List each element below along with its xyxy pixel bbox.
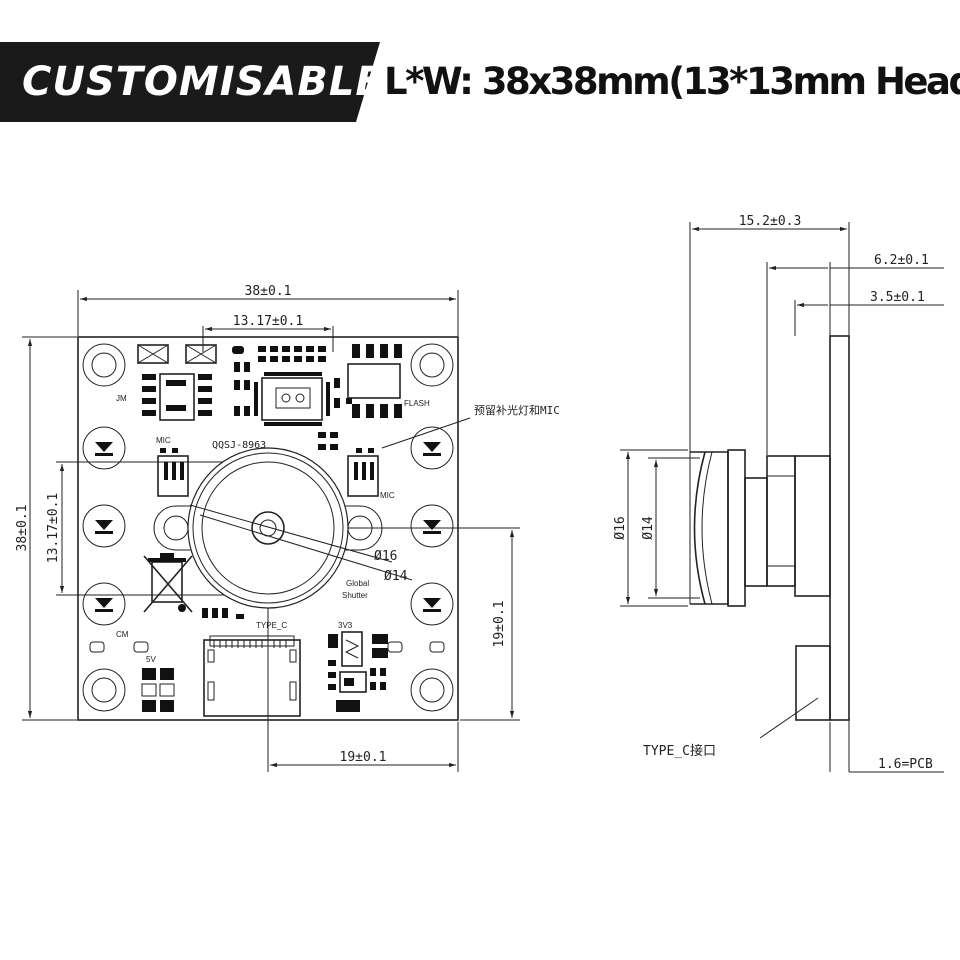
dim-total-depth-label: 15.2±0.3 — [739, 214, 802, 229]
lens-holder-side — [744, 455, 831, 597]
silk-global: Global — [346, 579, 369, 588]
dim-inner-diameter: Ø14 — [641, 457, 700, 599]
led-pad-right-1 — [410, 426, 454, 470]
dim-height-total-label: 38±0.1 — [15, 505, 30, 552]
dim-holder-depth: 3.5±0.1 — [797, 290, 944, 308]
dim-height-head-label: 13.17±0.1 — [46, 493, 61, 563]
side-view: 15.2±0.3 6.2±0.1 3.5±0.1 — [613, 214, 944, 773]
flash-ic — [346, 344, 402, 418]
passives-top — [232, 346, 340, 450]
silk-mic-right: MIC — [380, 491, 395, 500]
mounting-hole-bottom-right — [410, 668, 454, 712]
silk-cm: CM — [116, 630, 129, 639]
flash-chip-left — [159, 373, 195, 421]
silk-5v: 5V — [146, 655, 156, 664]
callout-fill-light-mic: 预留补光灯和MIC — [474, 403, 560, 417]
silk-jm: JM — [116, 394, 127, 403]
banner-title: CUSTOMISABLE — [22, 59, 384, 105]
banner-background — [0, 42, 380, 122]
regulator-3v3 — [328, 631, 388, 712]
mounting-hole-bottom-left — [82, 668, 126, 712]
silk-3v3: 3V3 — [338, 621, 353, 630]
lens-diameter-leaders: Ø16 Ø14 — [189, 504, 413, 584]
dim-total-depth: 15.2±0.3 — [692, 214, 847, 232]
dim-holder-depth-label: 3.5±0.1 — [870, 290, 925, 305]
dim-outer-diameter: Ø16 — [613, 449, 688, 607]
dim-width-total: 38±0.1 — [77, 284, 459, 336]
camera-lens — [187, 447, 349, 609]
silk-type-c: TYPE_C — [256, 621, 287, 630]
silk-flash: FLASH — [404, 399, 430, 408]
led-pad-left-3 — [82, 582, 126, 626]
led-pad-left-1 — [82, 426, 126, 470]
silk-model: QQSJ-8963 — [212, 440, 266, 451]
dim-lens-depth-label: 6.2±0.1 — [874, 253, 929, 268]
mic-left — [157, 448, 189, 497]
led-pad-right-3 — [410, 582, 454, 626]
dim-width-head: 13.17±0.1 — [202, 314, 334, 352]
dim-right-offset: 19±0.1 — [268, 527, 520, 721]
processor-chip — [254, 372, 330, 426]
callout-leader — [381, 417, 471, 449]
dim-height-total: 38±0.1 — [15, 336, 77, 721]
mic-right — [347, 448, 379, 497]
silk-mic-left: MIC — [156, 436, 171, 445]
dim-right-offset-label: 19±0.1 — [492, 601, 507, 648]
weee-bin-icon — [143, 553, 193, 613]
type-c-side-profile — [795, 645, 831, 721]
dim-bottom-offset-label: 19±0.1 — [340, 750, 387, 765]
lens-barrel-side — [689, 449, 746, 607]
size-spec: L*W: 38x38mm(13*13mm Head) — [384, 60, 960, 103]
passives-left — [142, 374, 212, 416]
front-view: 38±0.1 13.17±0.1 38±0.1 13.17±0.1 — [15, 284, 560, 772]
led-pad-left-2 — [82, 504, 126, 548]
mounting-hole-top-right — [410, 343, 454, 387]
silk-shutter: Shutter — [342, 591, 368, 600]
dim-width-total-label: 38±0.1 — [245, 284, 292, 299]
crystal-components — [137, 344, 217, 364]
dim-outer-diameter-label: Ø16 — [613, 516, 628, 539]
dim-inner-diameter-label: Ø14 — [641, 516, 656, 540]
dim-width-head-label: 13.17±0.1 — [233, 314, 303, 329]
pads-5v — [141, 668, 175, 712]
type-c-port-label: TYPE_C接口 — [643, 743, 716, 759]
dim-lens-outer: Ø16 — [374, 549, 397, 564]
type-c-connector — [203, 635, 301, 717]
led-pad-right-2 — [410, 504, 454, 548]
dim-lens-inner: Ø14 — [384, 569, 408, 584]
pcb-side-profile — [829, 335, 850, 721]
mounting-hole-top-left — [82, 343, 126, 387]
pads-cm — [89, 641, 445, 653]
dim-pcb-thickness-label: 1.6=PCB — [878, 757, 933, 772]
passives-typec — [202, 608, 244, 619]
dim-lens-depth: 6.2±0.1 — [769, 253, 944, 271]
dim-pcb-thickness: 1.6=PCB — [829, 722, 944, 773]
